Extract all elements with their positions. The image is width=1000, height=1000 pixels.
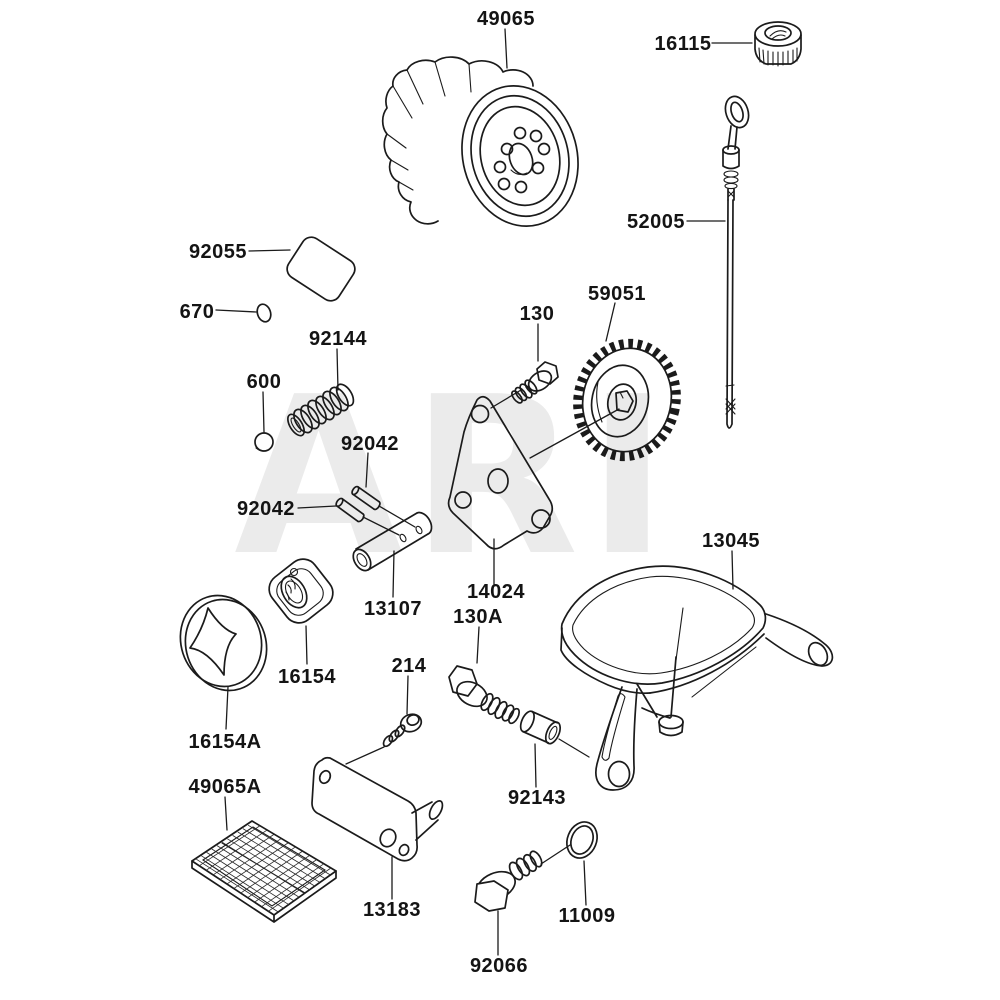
bolt-130-art	[511, 361, 559, 404]
oil-screen-art	[191, 820, 337, 923]
part-label-92055[interactable]: 92055	[189, 241, 247, 263]
part-label-13107[interactable]: 13107	[364, 598, 422, 620]
pin-upper-art	[351, 485, 381, 511]
part-label-670[interactable]: 670	[180, 301, 215, 323]
inner-rotor-art	[268, 558, 334, 624]
outer-rotor-art	[179, 594, 268, 692]
part-label-130[interactable]: 130	[520, 303, 555, 325]
shaft-art	[352, 511, 433, 572]
spring-art	[287, 383, 355, 437]
part-label-214[interactable]: 214	[392, 655, 427, 677]
part-label-52005[interactable]: 52005	[627, 211, 685, 233]
part-labels: 49065 16115 52005 92055 670 92144 600 13…	[180, 8, 760, 977]
dipstick-art	[722, 95, 750, 429]
screen-mesh	[196, 824, 332, 913]
part-label-59051[interactable]: 59051	[588, 283, 646, 305]
o-ring-670-art	[256, 303, 272, 323]
leader-lines	[215, 28, 753, 956]
o-ring-11009-art	[566, 821, 598, 859]
screw-214-art	[382, 713, 423, 748]
part-label-16154a[interactable]: 16154A	[188, 731, 261, 753]
pin-lower-art	[335, 497, 365, 523]
pump-cover-art	[447, 395, 554, 550]
part-label-130a[interactable]: 130A	[453, 606, 503, 628]
part-label-49065[interactable]: 49065	[477, 8, 535, 30]
collar-art	[519, 710, 562, 745]
part-label-600[interactable]: 600	[247, 371, 282, 393]
part-label-11009[interactable]: 11009	[558, 905, 615, 927]
part-label-92144[interactable]: 92144	[309, 328, 367, 350]
filler-cap-art	[754, 21, 802, 67]
strainer-body-art	[560, 565, 834, 791]
part-label-49065a[interactable]: 49065A	[188, 776, 261, 798]
ball-art	[254, 432, 274, 452]
gasket-art	[286, 236, 356, 302]
assembly-lines	[345, 389, 620, 865]
oil-filter-art	[381, 56, 579, 227]
drain-plug-art	[474, 850, 543, 912]
bolt-130a-art	[448, 665, 521, 725]
ari-watermark: ARI	[234, 351, 676, 604]
part-label-13045[interactable]: 13045	[702, 530, 760, 552]
part-label-92042-upper[interactable]: 92042	[341, 433, 399, 455]
plate-art	[311, 756, 444, 862]
part-label-14024[interactable]: 14024	[467, 581, 525, 603]
part-label-92042-lower[interactable]: 92042	[237, 498, 295, 520]
part-label-92143[interactable]: 92143	[508, 787, 566, 809]
part-label-92066[interactable]: 92066	[470, 955, 528, 977]
part-label-16115[interactable]: 16115	[654, 33, 711, 55]
part-label-16154[interactable]: 16154	[278, 666, 336, 688]
part-label-13183[interactable]: 13183	[363, 899, 421, 921]
